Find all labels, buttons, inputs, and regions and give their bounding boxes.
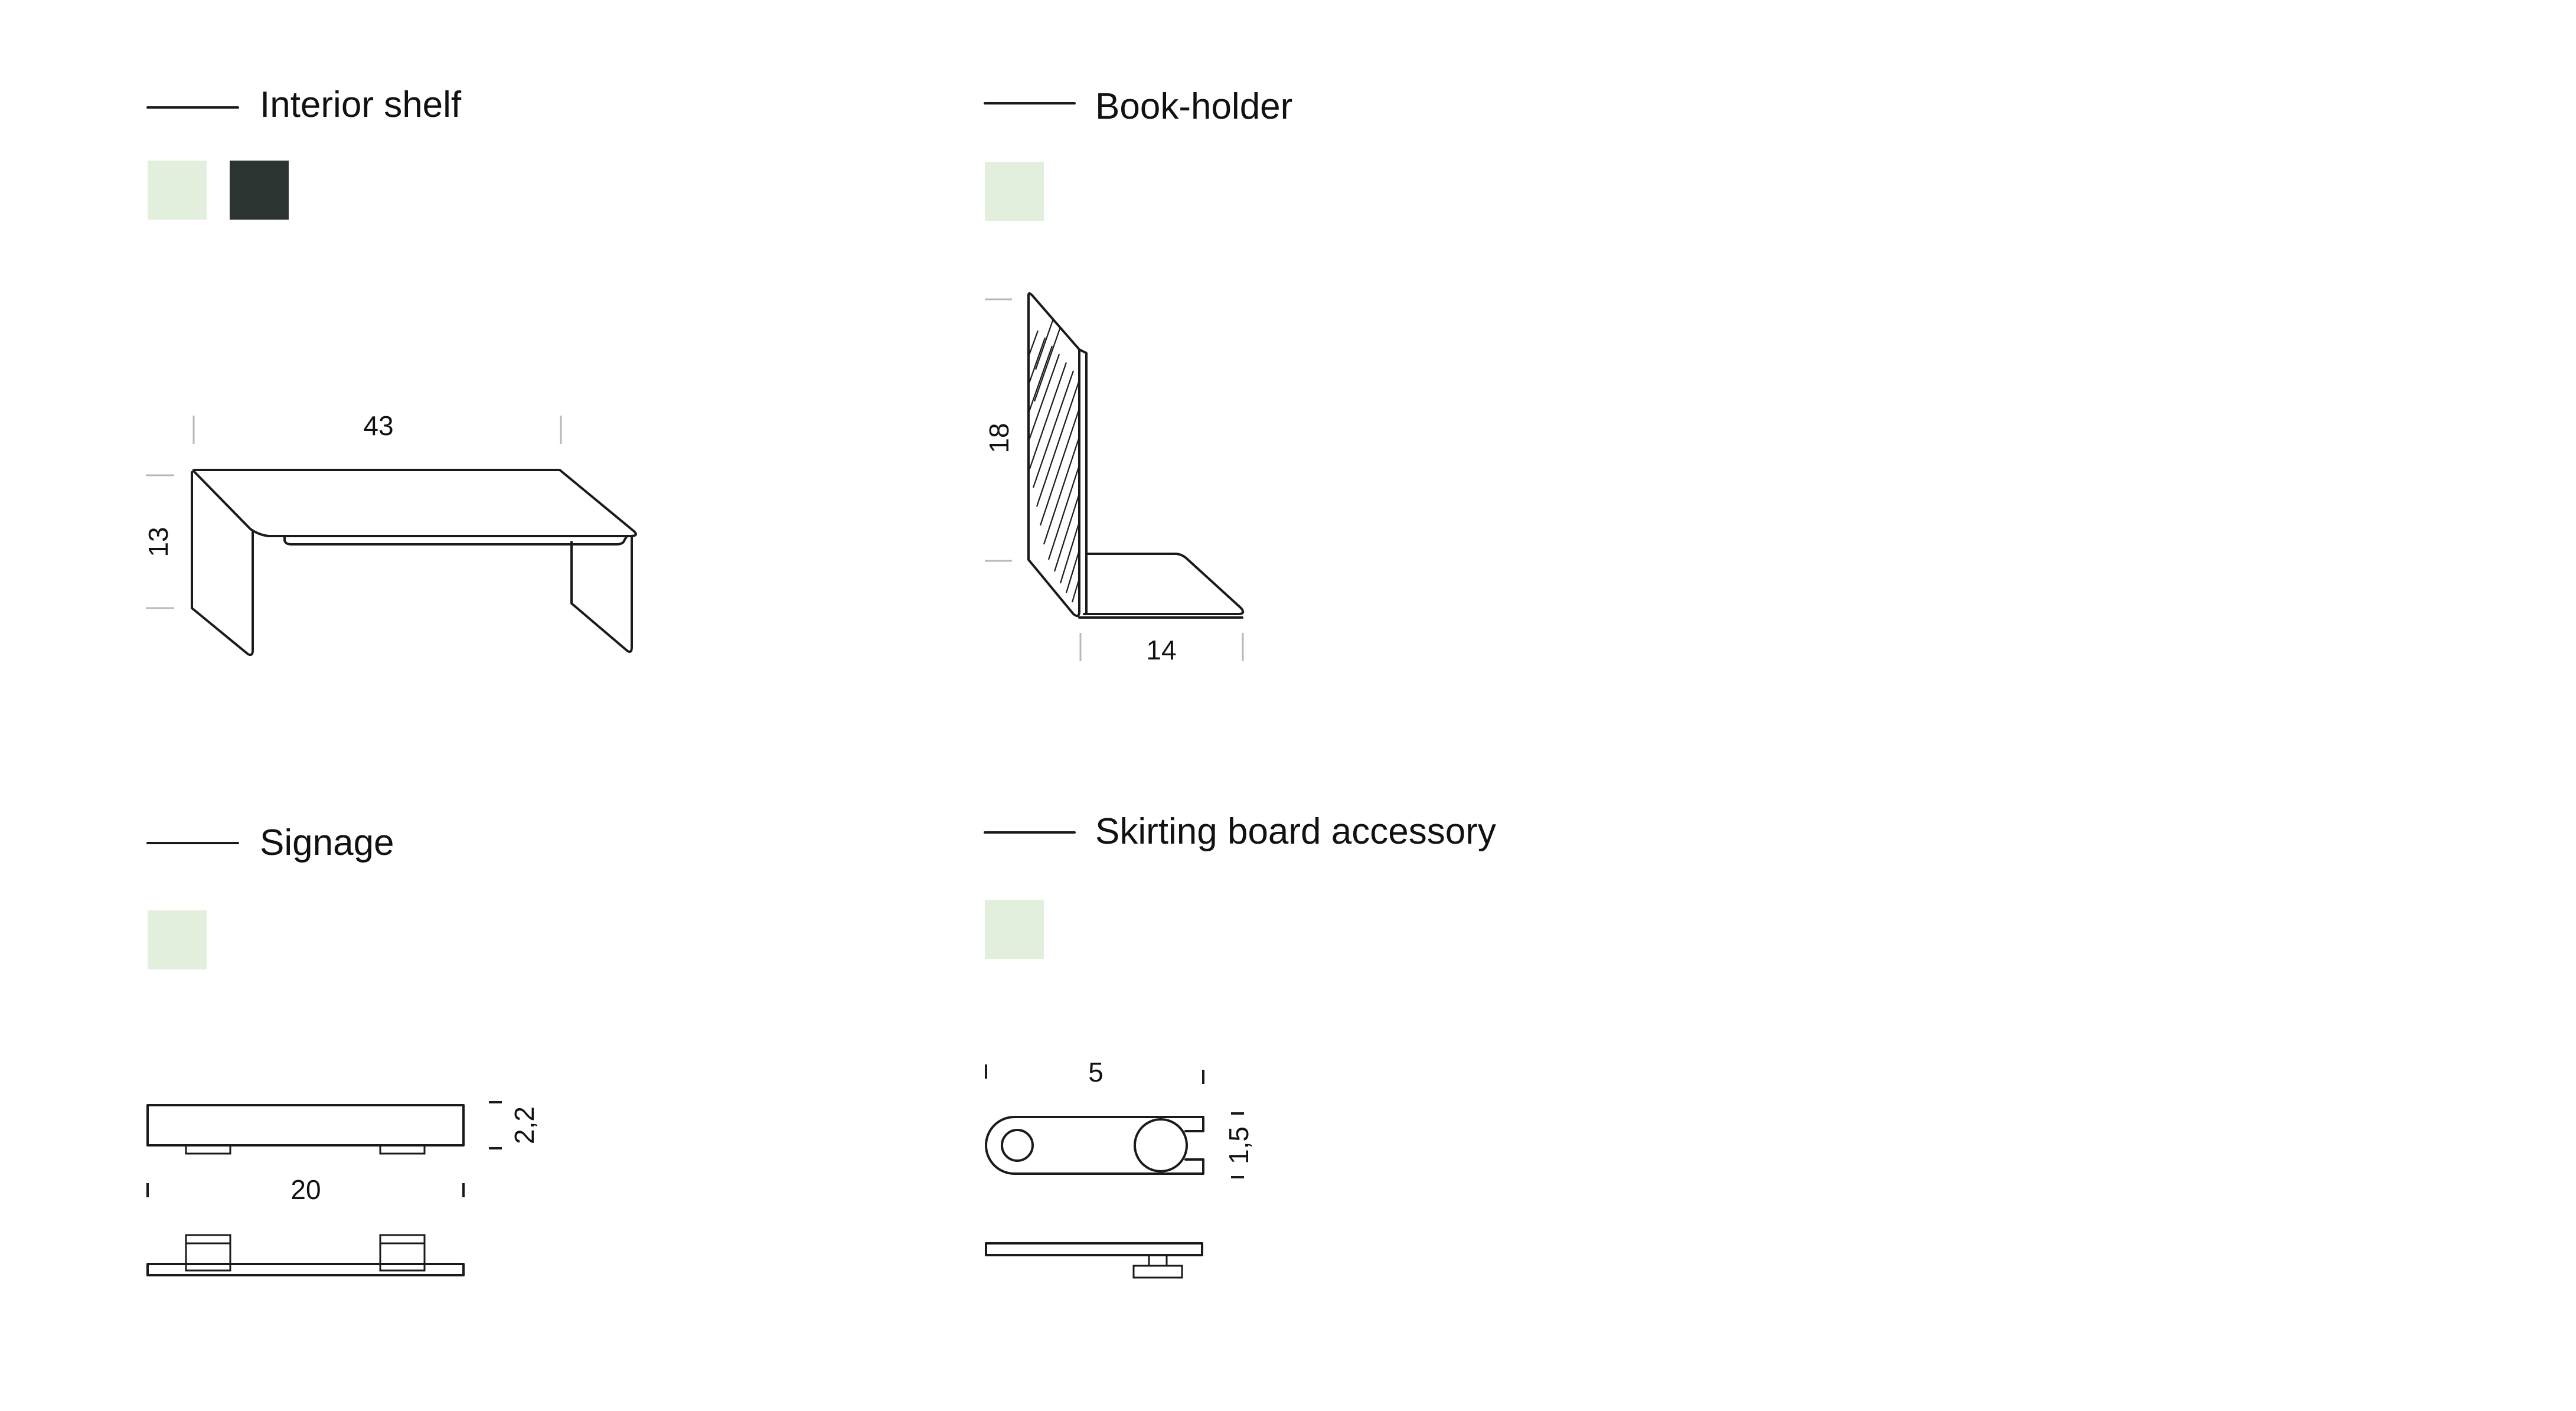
signage-foot-left (185, 1144, 231, 1155)
book-holder-drawing: 18 14 (984, 292, 1245, 665)
height-dimension-label: 1,5 (1223, 1126, 1254, 1164)
skirting-side-pin (1148, 1254, 1168, 1267)
section-title: Skirting board accessory (1095, 811, 1496, 852)
color-swatch-dark[interactable] (230, 161, 289, 220)
skirting-side-cap (1132, 1265, 1183, 1279)
height-dimension-label: 2,2 (509, 1106, 540, 1144)
skirting-pin-hole (1134, 1118, 1188, 1172)
signage-clip-left (185, 1234, 231, 1272)
height-dimension-label: 18 (984, 423, 1014, 453)
signage-side-view: 2,2 (146, 1101, 540, 1155)
section-book-holder: Book-holder 18 14 (984, 86, 1292, 665)
signage-plate (146, 1104, 465, 1147)
height-dimension-label: 13 (143, 527, 174, 557)
shelf-lip (283, 535, 628, 546)
section-title: Signage (260, 822, 394, 863)
skirting-side-plate (985, 1242, 1203, 1256)
section-signage: Signage 2,2 20 (146, 822, 540, 1276)
width-dimension-label: 20 (290, 1174, 321, 1205)
book-holder-back-plate-edge (1078, 348, 1088, 615)
shelf-right-leg (570, 535, 633, 653)
color-swatch-mint[interactable] (148, 910, 207, 969)
section-title: Book-holder (1095, 86, 1292, 127)
book-holder-back-plate (1027, 292, 1080, 618)
skirting-clip-body (985, 1116, 1204, 1175)
shelf-top-surface (192, 469, 637, 537)
book-holder-base-plate (1083, 553, 1245, 615)
signage-top-view (146, 1234, 465, 1276)
skirting-top-view: 1,5 (985, 1112, 1254, 1178)
section-skirting-board-accessory: Skirting board accessory 5 1,5 (984, 811, 1496, 1279)
interior-shelf-drawing: 43 13 (143, 410, 637, 656)
width-dimension-label: 43 (363, 410, 393, 441)
section-interior-shelf: Interior shelf 43 13 (143, 84, 637, 656)
signage-width-dimension: 20 (146, 1174, 465, 1205)
depth-dimension-label: 14 (1146, 635, 1176, 665)
skirting-screw-hole (1001, 1129, 1034, 1162)
color-swatch-mint[interactable] (985, 900, 1044, 959)
signage-foot-right (379, 1144, 426, 1155)
skirting-width-dimension: 5 (985, 1057, 1204, 1087)
width-dimension-label: 5 (1088, 1057, 1103, 1087)
section-title: Interior shelf (260, 84, 462, 125)
color-swatch-mint[interactable] (985, 162, 1044, 221)
perforation-pattern (1027, 318, 1080, 603)
skirting-side-view (985, 1242, 1203, 1279)
signage-base-strip (146, 1263, 465, 1276)
shelf-left-leg (191, 471, 254, 656)
color-swatch-mint[interactable] (148, 161, 207, 220)
signage-clip-right (379, 1234, 426, 1272)
